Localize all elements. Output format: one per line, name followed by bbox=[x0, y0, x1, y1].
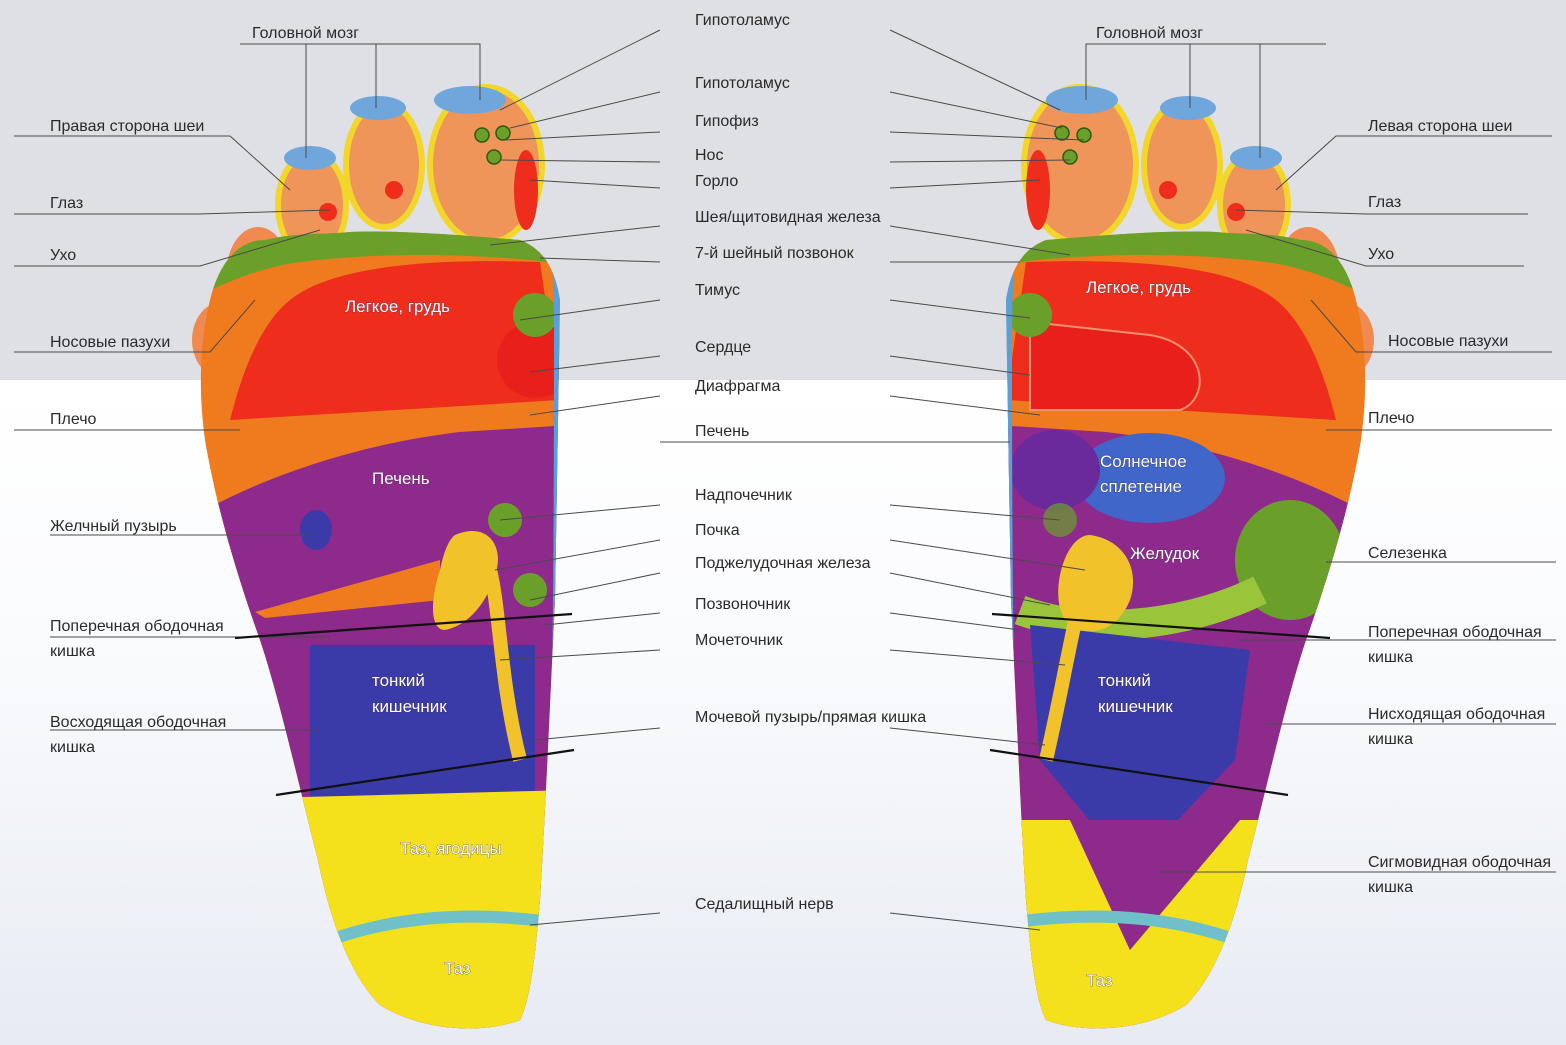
right-eye-point-1 bbox=[1227, 203, 1245, 221]
zone-pelvis-right: Таз bbox=[1086, 971, 1113, 990]
label-sinuses-right: Носовые пазухи bbox=[1388, 333, 1508, 350]
label-liver: Печень bbox=[695, 423, 749, 440]
zone-small-intestine-right-1: тонкий bbox=[1098, 671, 1151, 690]
zone-stomach: Желудок bbox=[1130, 544, 1200, 563]
right-foot bbox=[996, 86, 1376, 1040]
label-ascending-colon-2: кишка bbox=[50, 739, 95, 756]
right-solar-plexus-inner bbox=[1010, 430, 1100, 510]
label-sigmoid-colon-2: кишка bbox=[1368, 879, 1413, 896]
label-nose: Нос bbox=[695, 147, 723, 164]
line-hypothalamus-2-left bbox=[510, 92, 660, 128]
left-toe-brain-1 bbox=[284, 146, 336, 170]
line-throat-right bbox=[890, 180, 1040, 188]
left-toe-brain-3 bbox=[434, 86, 506, 114]
label-spleen: Селезенка bbox=[1368, 545, 1447, 562]
label-adrenal: Надпочечник bbox=[695, 487, 793, 504]
zone-pelvis-buttocks-left: Таз, ягодицы bbox=[400, 839, 502, 858]
label-hypothalamus-2: Гипотоламус bbox=[695, 75, 790, 92]
label-c7: 7-й шейный позвонок bbox=[695, 245, 855, 262]
label-eye-left: Глаз bbox=[50, 195, 83, 212]
label-hypothalamus-1: Гипотоламус bbox=[695, 12, 790, 29]
label-diaphragm: Диафрагма bbox=[695, 378, 780, 395]
label-descending-colon-2: кишка bbox=[1368, 731, 1413, 748]
label-transverse-colon-left-1: Поперечная ободочная bbox=[50, 618, 224, 635]
label-transverse-colon-left-2: кишка bbox=[50, 643, 95, 660]
left-second-toe bbox=[346, 103, 422, 227]
left-thymus-zone bbox=[513, 293, 557, 337]
line-sciatic-left bbox=[530, 913, 660, 925]
left-foot bbox=[190, 86, 573, 1040]
left-pancreas-point bbox=[513, 573, 547, 607]
zone-liver-left: Печень bbox=[372, 469, 430, 488]
right-nose-point bbox=[1063, 150, 1077, 164]
line-sciatic-right bbox=[890, 913, 1040, 930]
zone-small-intestine-left-2: кишечник bbox=[372, 697, 447, 716]
right-toe-brain-3 bbox=[1046, 86, 1118, 114]
left-nose-point bbox=[487, 150, 501, 164]
label-pancreas: Поджелудочная железа bbox=[695, 555, 871, 572]
label-sciatic: Седалищный нерв bbox=[695, 896, 834, 913]
line-throat-left bbox=[530, 180, 660, 188]
label-brain-left: Головной мозг bbox=[252, 25, 359, 42]
line-hypothalamus-1-right bbox=[890, 30, 1060, 110]
left-eye-point-1 bbox=[319, 203, 337, 221]
zone-solar-plexus-2: сплетение bbox=[1100, 477, 1182, 496]
label-eye-right: Глаз bbox=[1368, 194, 1401, 211]
line-bladder-left bbox=[535, 728, 660, 740]
label-brain-right: Головной мозг bbox=[1096, 25, 1203, 42]
label-sinuses-left: Носовые пазухи bbox=[50, 334, 170, 351]
label-transverse-colon-right-1: Поперечная ободочная bbox=[1368, 624, 1542, 641]
label-transverse-colon-right-2: кишка bbox=[1368, 649, 1413, 666]
label-heart: Сердце bbox=[695, 339, 751, 356]
label-neck-right-side: Правая сторона шеи bbox=[50, 118, 204, 135]
label-spine: Позвоночник bbox=[695, 596, 791, 613]
right-hypothalamus-point bbox=[1055, 126, 1069, 140]
left-toe-brain-2 bbox=[350, 96, 406, 120]
left-hypothalamus-point bbox=[475, 128, 489, 142]
line-hypothalamus-2-right bbox=[890, 92, 1062, 128]
zone-lung-left: Легкое, грудь bbox=[345, 297, 450, 316]
right-thymus-zone bbox=[1008, 293, 1052, 337]
label-kidney: Почка bbox=[695, 522, 740, 539]
left-eye-point-2 bbox=[385, 181, 403, 199]
zone-small-intestine-left-1: тонкий bbox=[372, 671, 425, 690]
line-neck-right bbox=[890, 226, 1070, 255]
label-sigmoid-colon-1: Сигмовидная ободочная bbox=[1368, 854, 1551, 871]
label-ear-left: Ухо bbox=[50, 247, 76, 264]
right-toe-brain-1 bbox=[1230, 146, 1282, 170]
label-shoulder-right: Плечо bbox=[1368, 410, 1415, 427]
label-pituitary: Гипофиз bbox=[695, 113, 759, 130]
label-descending-colon-1: Нисходящая ободочная bbox=[1368, 706, 1545, 723]
label-shoulder-left: Плечо bbox=[50, 411, 97, 428]
label-throat: Горло bbox=[695, 173, 738, 190]
label-ascending-colon-1: Восходящая ободочная bbox=[50, 714, 226, 731]
label-neck-thyroid: Шея/щитовидная железа bbox=[695, 209, 881, 226]
center-labels: Гипотоламус Гипотоламус Гипофиз Нос Горл… bbox=[695, 12, 926, 913]
label-neck-left-side: Левая сторона шеи bbox=[1368, 118, 1512, 135]
zone-small-intestine-right-2: кишечник bbox=[1098, 697, 1173, 716]
right-second-toe bbox=[1144, 103, 1220, 227]
label-ear-right: Ухо bbox=[1368, 246, 1394, 263]
right-eye-point-2 bbox=[1159, 181, 1177, 199]
line-c7-left bbox=[540, 258, 660, 262]
line-neck-left-side bbox=[1276, 136, 1552, 190]
zone-pelvis-left: Таз bbox=[444, 959, 471, 978]
label-bladder: Мочевой пузырь/прямая кишка bbox=[695, 709, 926, 726]
right-toe-brain-2 bbox=[1160, 96, 1216, 120]
right-throat-zone bbox=[1026, 150, 1050, 230]
left-throat-zone bbox=[514, 150, 538, 230]
line-neck-right-side bbox=[14, 136, 290, 190]
label-gallbladder: Желчный пузырь bbox=[50, 518, 177, 535]
label-ureter: Мочеточник bbox=[695, 632, 784, 649]
label-thymus: Тимус bbox=[695, 282, 740, 299]
zone-solar-plexus-1: Солнечное bbox=[1100, 452, 1187, 471]
left-pituitary-point bbox=[496, 126, 510, 140]
left-gallbladder-point bbox=[300, 510, 332, 550]
zone-lung-right: Легкое, грудь bbox=[1086, 278, 1191, 297]
